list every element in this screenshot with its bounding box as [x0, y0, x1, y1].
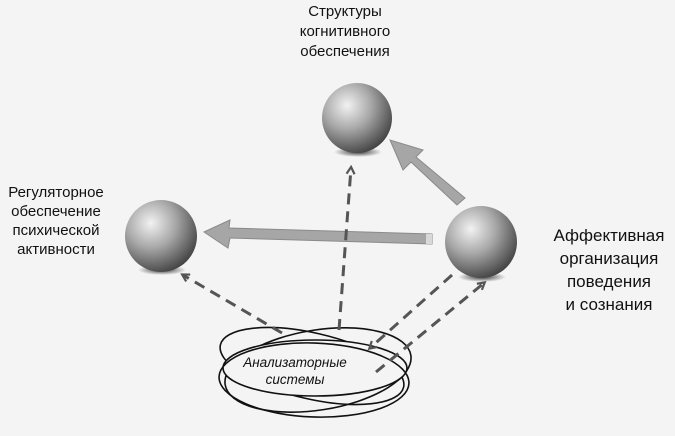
dashed-arrow-analyzers-to-regulatory [183, 275, 283, 335]
dashed-arrow-affective-to-analyzers [370, 273, 453, 348]
regulatory-support-label: Регуляторное обеспечение психической акт… [8, 184, 104, 258]
analyzer-systems-label: Анализаторные системы [243, 355, 347, 387]
dashed-arrow-analyzers-to-cognitive [337, 168, 351, 331]
dashed-arrows [183, 168, 484, 374]
affective-organization-label: Аффективная организация поведения и созн… [553, 226, 665, 314]
dashed-arrow-analyzers-to-affective [375, 283, 484, 374]
sphere-regulatory [125, 200, 197, 275]
thick-arrow-affective-to-cognitive [389, 139, 466, 206]
thick-arrow-affective-to-regulatory [202, 219, 433, 249]
sphere-cognitive [322, 83, 392, 157]
cognitive-structures-label: Структуры когнитивного обеспечения [299, 3, 391, 60]
analyzer-systems-shape [218, 326, 412, 418]
sphere-affective [445, 206, 517, 282]
